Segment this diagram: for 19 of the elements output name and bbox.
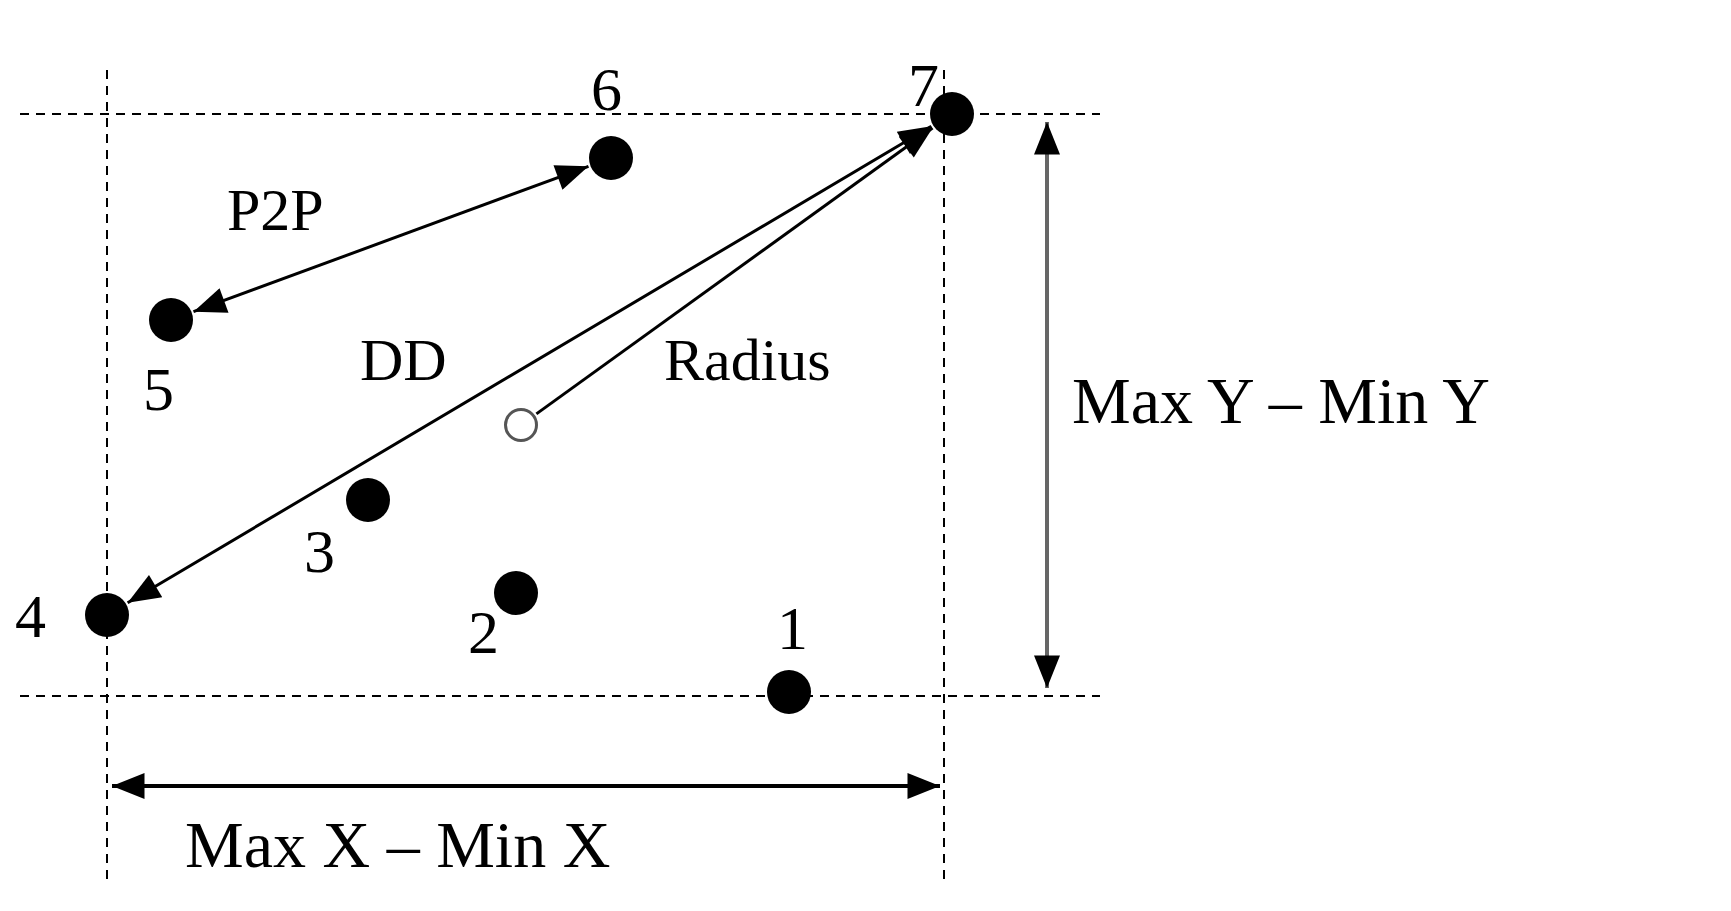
point-number: 6 xyxy=(591,58,622,120)
point-dot xyxy=(589,136,633,180)
point-number: 1 xyxy=(777,597,808,659)
arrow xyxy=(126,124,933,605)
point-dot xyxy=(149,298,193,342)
point-dot xyxy=(767,670,811,714)
point-dot xyxy=(346,478,390,522)
arrow xyxy=(535,126,934,416)
point-dot xyxy=(85,593,129,637)
point-dot xyxy=(494,571,538,615)
point-number: 3 xyxy=(304,520,335,582)
centroid-circle xyxy=(504,408,538,442)
dimension-label: Max X – Min X xyxy=(185,812,611,878)
point-number: 2 xyxy=(468,601,499,663)
point-number: 5 xyxy=(143,358,174,420)
arrow xyxy=(193,164,589,314)
dimension-label: Max Y – Min Y xyxy=(1072,368,1490,434)
point-number: 4 xyxy=(15,585,46,647)
point-number: 7 xyxy=(908,54,939,116)
